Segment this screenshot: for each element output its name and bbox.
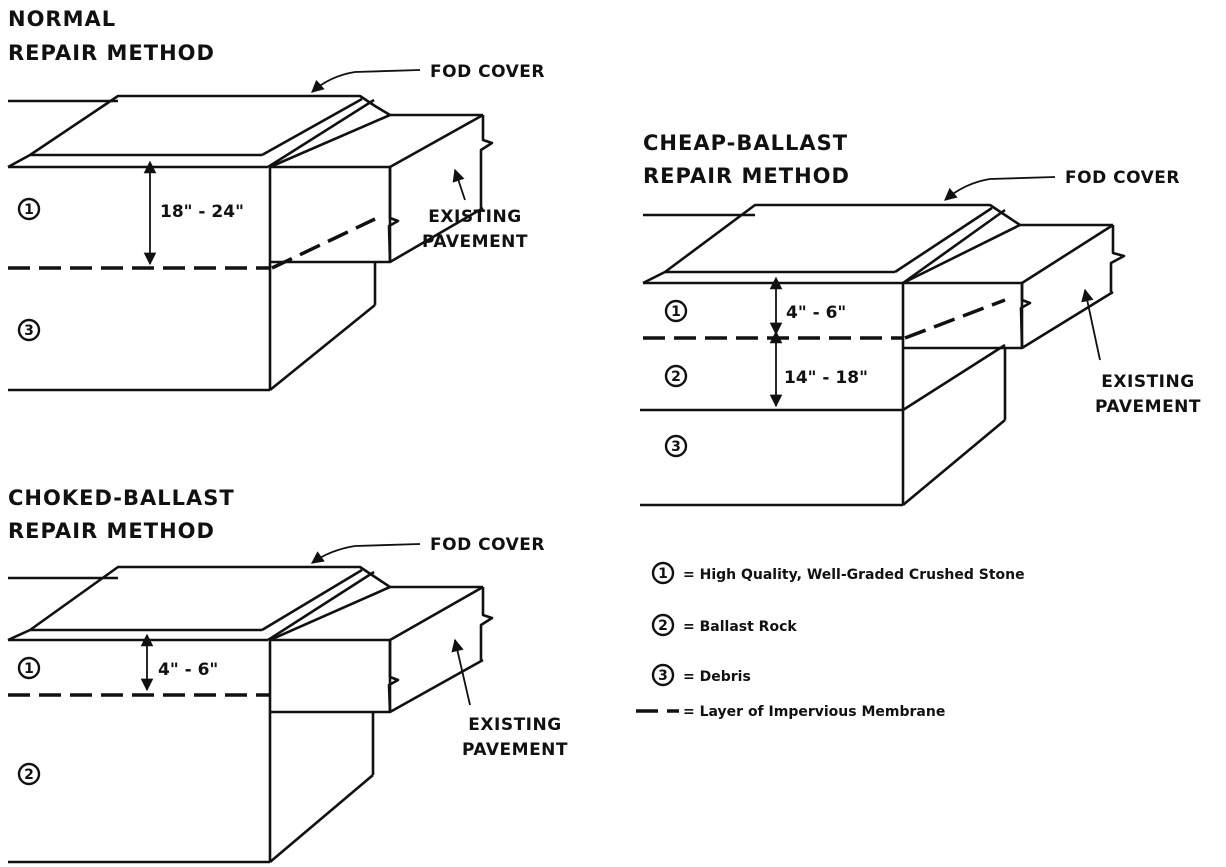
cheap-layer-2-marker: 2: [664, 364, 688, 388]
normal-existing-label-2: PAVEMENT: [422, 232, 528, 252]
choked-layer-2-number: 2: [24, 767, 34, 783]
normal-existing-arrow: [452, 168, 466, 201]
cheap-depth-label-1: 4" - 6": [786, 303, 846, 323]
legend-symbol-1: 1: [658, 566, 668, 582]
legend-text-1: = High Quality, Well-Graded Crushed Ston…: [683, 567, 1025, 583]
legend-symbol-2: 2: [658, 618, 668, 634]
legend-text-2: = Ballast Rock: [683, 619, 797, 635]
cheap-layer-1-number: 1: [671, 304, 681, 320]
choked-layer-1-marker: 1: [17, 656, 41, 680]
choked-existing-label-2: PAVEMENT: [462, 740, 568, 760]
choked-block-drawing: [7, 565, 494, 864]
cheap-block-drawing: [640, 203, 1126, 507]
cheap-existing-label-2: PAVEMENT: [1095, 397, 1201, 417]
cheap-title-line2: REPAIR METHOD: [643, 164, 850, 188]
cheap-existing-label-1: EXISTING: [1101, 372, 1194, 392]
cheap-fod-cover-label: FOD COVER: [1065, 168, 1180, 188]
legend-item-1: 1 = High Quality, Well-Graded Crushed St…: [651, 561, 1025, 585]
choked-fod-cover-label: FOD COVER: [430, 535, 545, 555]
panel-cheap-ballast: CHEAP-BALLAST REPAIR METHOD: [640, 131, 1201, 507]
choked-existing-label-1: EXISTING: [468, 715, 561, 735]
normal-layer-1-number: 1: [24, 202, 34, 218]
choked-depth-label: 4" - 6": [158, 660, 218, 680]
choked-title-line2: REPAIR METHOD: [8, 519, 215, 543]
normal-title-line1: NORMAL: [8, 7, 116, 31]
normal-fod-arrow: [311, 69, 421, 93]
cheap-title-line1: CHEAP-BALLAST: [643, 131, 848, 155]
choked-fod-arrow: [310, 543, 421, 564]
cheap-layer-3-marker: 3: [664, 434, 688, 458]
normal-depth-label: 18" - 24": [160, 202, 244, 222]
normal-layer-3-marker: 3: [17, 318, 41, 342]
legend: 1 = High Quality, Well-Graded Crushed St…: [636, 561, 1025, 720]
normal-block-drawing: [7, 94, 494, 392]
normal-title-line2: REPAIR METHOD: [8, 41, 215, 65]
normal-existing-label-1: EXISTING: [428, 207, 521, 227]
legend-item-2: 2 = Ballast Rock: [651, 613, 797, 637]
normal-layer-1-marker: 1: [17, 197, 41, 221]
legend-text-3: = Debris: [683, 669, 751, 685]
choked-layer-1-number: 1: [24, 661, 34, 677]
cheap-fod-arrow: [944, 176, 1056, 201]
legend-symbol-3: 3: [658, 668, 668, 684]
legend-text-membrane: = Layer of Impervious Membrane: [683, 704, 945, 720]
normal-fod-cover-label: FOD COVER: [430, 62, 545, 82]
cheap-existing-arrow: [1081, 288, 1101, 361]
cheap-depth-label-2: 14" - 18": [784, 368, 868, 388]
normal-layer-3-number: 3: [24, 323, 34, 339]
cheap-layer-1-marker: 1: [664, 299, 688, 323]
cheap-layer-3-number: 3: [671, 439, 681, 455]
legend-item-3: 3 = Debris: [651, 663, 751, 687]
panel-normal: NORMAL REPAIR METHOD 18" -: [7, 7, 545, 392]
cheap-layer-2-number: 2: [671, 369, 681, 385]
panel-choked-ballast: CHOKED-BALLAST REPAIR METHOD 4" - 6": [7, 486, 568, 864]
choked-title-line1: CHOKED-BALLAST: [8, 486, 235, 510]
choked-existing-arrow: [451, 638, 471, 706]
choked-layer-2-marker: 2: [17, 762, 41, 786]
legend-item-membrane: = Layer of Impervious Membrane: [636, 704, 945, 720]
